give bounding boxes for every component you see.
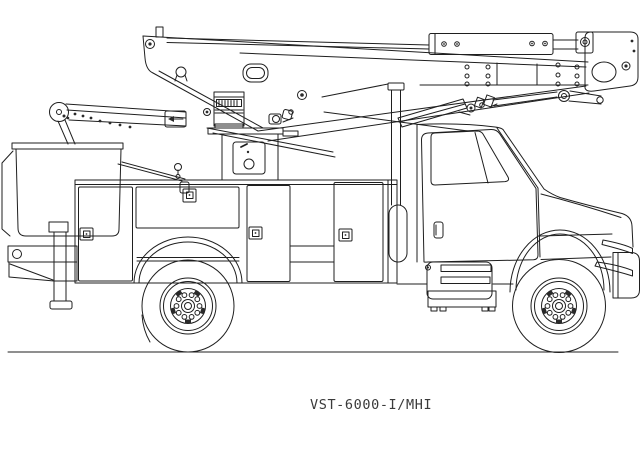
utility-body: [75, 180, 513, 284]
cab-door: [422, 129, 539, 262]
front-fender: [510, 230, 610, 292]
door-window: [431, 131, 509, 185]
fuel-tank-steps: [427, 262, 496, 311]
jib-arm: [50, 103, 190, 194]
compartment-door-rear: [79, 187, 133, 281]
front-bumper: [613, 253, 640, 299]
outrigger: [49, 222, 72, 309]
compartment-door-wheelwell: [136, 187, 239, 228]
door-handle: [434, 222, 443, 238]
compartment-door-mid: [247, 186, 290, 282]
rear-bumper: [8, 246, 77, 281]
boom-elbow: [559, 32, 639, 104]
cab: [417, 124, 544, 270]
turret-pedestal: [208, 128, 298, 180]
boom-rest-post: [388, 83, 407, 262]
lower-boom: [143, 27, 589, 157]
front-wheel: [513, 260, 606, 353]
compartment-door-front: [334, 183, 383, 282]
model-number-label: VST-6000-I/MHI: [310, 397, 433, 413]
headlight: [602, 240, 633, 254]
door-latch: [80, 189, 352, 241]
rear-wheel: [142, 260, 234, 352]
hood-front: [510, 189, 640, 298]
upper-boom-cylinder: [167, 34, 578, 55]
